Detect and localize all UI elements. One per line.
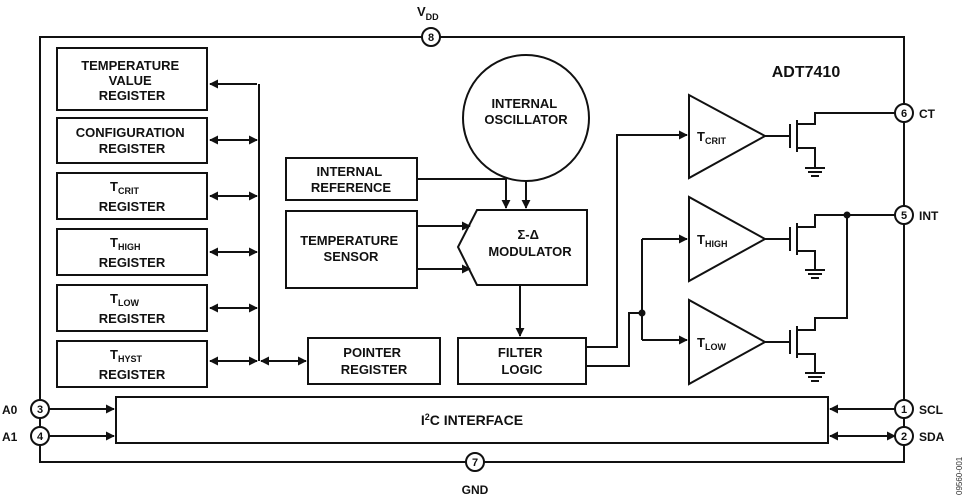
svg-text:THYST: THYST (110, 347, 142, 364)
sigma-delta-modulator: Σ-Δ MODULATOR (456, 209, 588, 286)
svg-text:POINTER REGISTER: POINTER REGISTER (341, 345, 408, 377)
int-pin-number: 5 (901, 210, 907, 222)
tlow-register: TLOW REGISTER (56, 284, 208, 332)
ct-output-transistor (765, 112, 895, 177)
svg-text:TCRIT: TCRIT (110, 179, 139, 196)
a0-pin-number: 3 (37, 404, 43, 416)
tlow-comparator: TLOW (688, 298, 768, 386)
junction-dot-comparators (638, 309, 646, 317)
svg-text:CONFIGURATION REGISTER: CONFIGURATION REGISTER (76, 125, 188, 156)
svg-text:INTERNAL OSCILLATOR: INTERNAL OSCILLATOR (484, 96, 568, 127)
vdd-pin-number: 8 (428, 32, 434, 44)
scl-pin-number: 1 (901, 404, 907, 416)
svg-text:THIGH: THIGH (110, 235, 140, 252)
filter-to-tcrit (586, 130, 688, 348)
sda-pin-label: SDA (919, 430, 945, 444)
reference-to-modulator (417, 178, 511, 209)
svg-text:I2C INTERFACE: I2C INTERFACE (421, 412, 523, 428)
svg-text:Σ-Δ MODULATOR: Σ-Δ MODULATOR (488, 227, 572, 259)
chip-name: ADT7410 (772, 64, 841, 81)
vdd-pin-circle (421, 27, 441, 47)
thigh-comparator: THIGH (688, 195, 768, 283)
filter-to-thigh-tlow (586, 312, 642, 367)
scl-pin-label: SCL (919, 403, 943, 417)
int-low-output-transistor (765, 215, 848, 382)
svg-text:REGISTER: REGISTER (99, 255, 166, 270)
svg-text:TCRIT: TCRIT (697, 129, 726, 146)
svg-text:TEMPERATURE SENSOR: TEMPERATURE SENSOR (300, 233, 402, 264)
a1-pin-number: 4 (37, 431, 44, 443)
ct-pin-number: 6 (901, 108, 907, 120)
int-pin-label: INT (919, 209, 939, 223)
i2c-interface: I2C INTERFACE (115, 396, 829, 444)
svg-text:REGISTER: REGISTER (99, 367, 166, 382)
ct-pin-label: CT (919, 107, 936, 121)
svg-text:REGISTER: REGISTER (99, 311, 166, 326)
sda-pin-number: 2 (901, 431, 907, 443)
gnd-pin-circle (465, 452, 485, 472)
filter-logic: FILTER LOGIC (457, 337, 587, 385)
svg-text:FILTER LOGIC: FILTER LOGIC (498, 345, 546, 377)
svg-text:INTERNAL REFERENCE: INTERNAL REFERENCE (311, 164, 392, 195)
gnd-pin-number: 7 (472, 457, 478, 469)
svg-text:TEMPERATURE VALUE: TEMPERATURE VALUE REGISTER (81, 58, 183, 103)
configuration-register: CONFIGURATION REGISTER (56, 117, 208, 164)
thyst-register: THYST REGISTER (56, 340, 208, 388)
svg-text:THIGH: THIGH (697, 232, 727, 249)
thigh-register: THIGH REGISTER (56, 228, 208, 276)
pointer-register: POINTER REGISTER (307, 337, 441, 385)
svg-text:TLOW: TLOW (110, 291, 139, 308)
svg-text:TLOW: TLOW (697, 335, 726, 352)
tcrit-register: TCRIT REGISTER (56, 172, 208, 220)
vdd-pin-label: VDD (417, 4, 439, 22)
a1-pin-label: A1 (2, 430, 18, 444)
internal-oscillator: INTERNAL OSCILLATOR (462, 54, 590, 182)
a0-pin-label: A0 (2, 403, 18, 417)
tcrit-comparator: TCRIT (688, 93, 768, 180)
svg-text:REGISTER: REGISTER (99, 199, 166, 214)
temperature-sensor: TEMPERATURE SENSOR (285, 210, 418, 289)
gnd-pin-label: GND (462, 483, 489, 497)
junction-dot-int (843, 211, 851, 219)
internal-reference: INTERNAL REFERENCE (285, 157, 418, 201)
figure-id: 09560-001 (955, 456, 964, 495)
int-high-output-transistor (765, 214, 895, 279)
temperature-value-register: TEMPERATURE VALUE REGISTER (56, 47, 208, 111)
